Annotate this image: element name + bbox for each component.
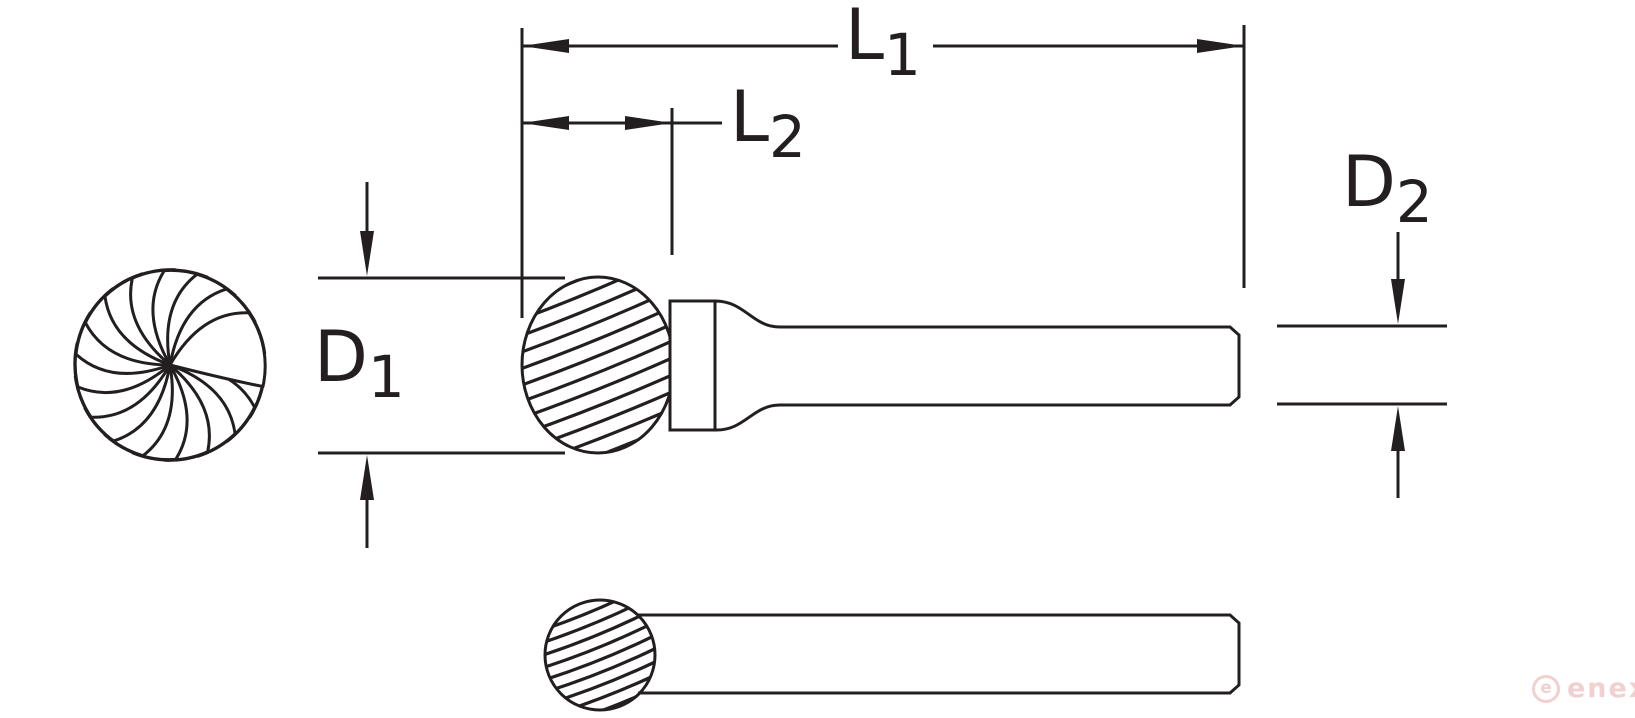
- flute-hatch-line: [522, 314, 674, 445]
- shank-bottom: [638, 613, 1241, 695]
- flute-hatch-line: [545, 666, 655, 710]
- label-l1-subscript: 1: [884, 21, 921, 89]
- flute-hatch-line: [522, 277, 674, 373]
- ball-head-flutes: [522, 277, 674, 453]
- flute-hatch-line: [522, 371, 674, 453]
- label-d1-subscript: 1: [367, 343, 405, 411]
- l2-arrowhead-left-icon: [522, 116, 569, 130]
- l1-arrowhead-right-icon: [1197, 39, 1244, 53]
- dimension-d2: [1277, 232, 1447, 498]
- side-view: [520, 275, 1241, 455]
- l2-arrowhead-right-icon: [625, 116, 672, 130]
- dimension-l1: [520, 25, 1246, 318]
- flute-hatch-line: [522, 343, 674, 453]
- label-l2-subscript: 2: [769, 103, 806, 171]
- label-d2-letter: D: [1342, 141, 1396, 223]
- flute-hatch-line: [522, 277, 674, 388]
- label-l1-letter: L: [845, 0, 884, 76]
- label-d2: D2: [1342, 147, 1433, 231]
- flute-hatch-line: [545, 610, 655, 678]
- flute-hatch-line: [522, 285, 674, 416]
- shank: [713, 299, 1241, 432]
- d1-arrowhead-up-icon: [360, 455, 374, 500]
- watermark-brand-text: enex: [1567, 673, 1635, 704]
- flute-hatch-line: [522, 357, 674, 453]
- flute-hatch-line: [545, 600, 655, 644]
- label-d1-letter: D: [314, 316, 368, 398]
- d2-arrowhead-up-icon: [1391, 406, 1405, 451]
- dimension-l2: [522, 108, 722, 255]
- flute-hatch-line: [545, 600, 655, 656]
- flute-hatch-line: [522, 299, 674, 431]
- ball-head-flutes-bottom: [545, 600, 655, 710]
- bottom-view: [543, 598, 1241, 712]
- label-l2-letter: L: [730, 76, 769, 158]
- flute-hatch-line: [522, 277, 674, 402]
- d1-arrowhead-down-icon: [360, 231, 374, 276]
- watermark-logo-icon: e: [1532, 674, 1560, 703]
- label-l1: L1: [845, 0, 921, 84]
- neck-collar: [668, 299, 717, 432]
- flute-hatch-line: [545, 621, 655, 689]
- label-d1: D1: [314, 322, 405, 406]
- flute-hatch-line: [522, 277, 674, 359]
- label-l2: L2: [730, 82, 806, 166]
- flute-hatch-line: [545, 600, 655, 633]
- l1-arrowhead-left-icon: [522, 39, 569, 53]
- dimension-d1: [318, 182, 565, 548]
- end-view-flute-rosette: [73, 268, 267, 462]
- label-d2-subscript: 2: [1395, 168, 1433, 236]
- flute-hatch-line: [522, 328, 674, 453]
- flute-hatch-line: [545, 655, 655, 710]
- watermark: e enex: [1532, 673, 1635, 704]
- flute-blade: [168, 311, 267, 389]
- d2-arrowhead-down-icon: [1391, 279, 1405, 324]
